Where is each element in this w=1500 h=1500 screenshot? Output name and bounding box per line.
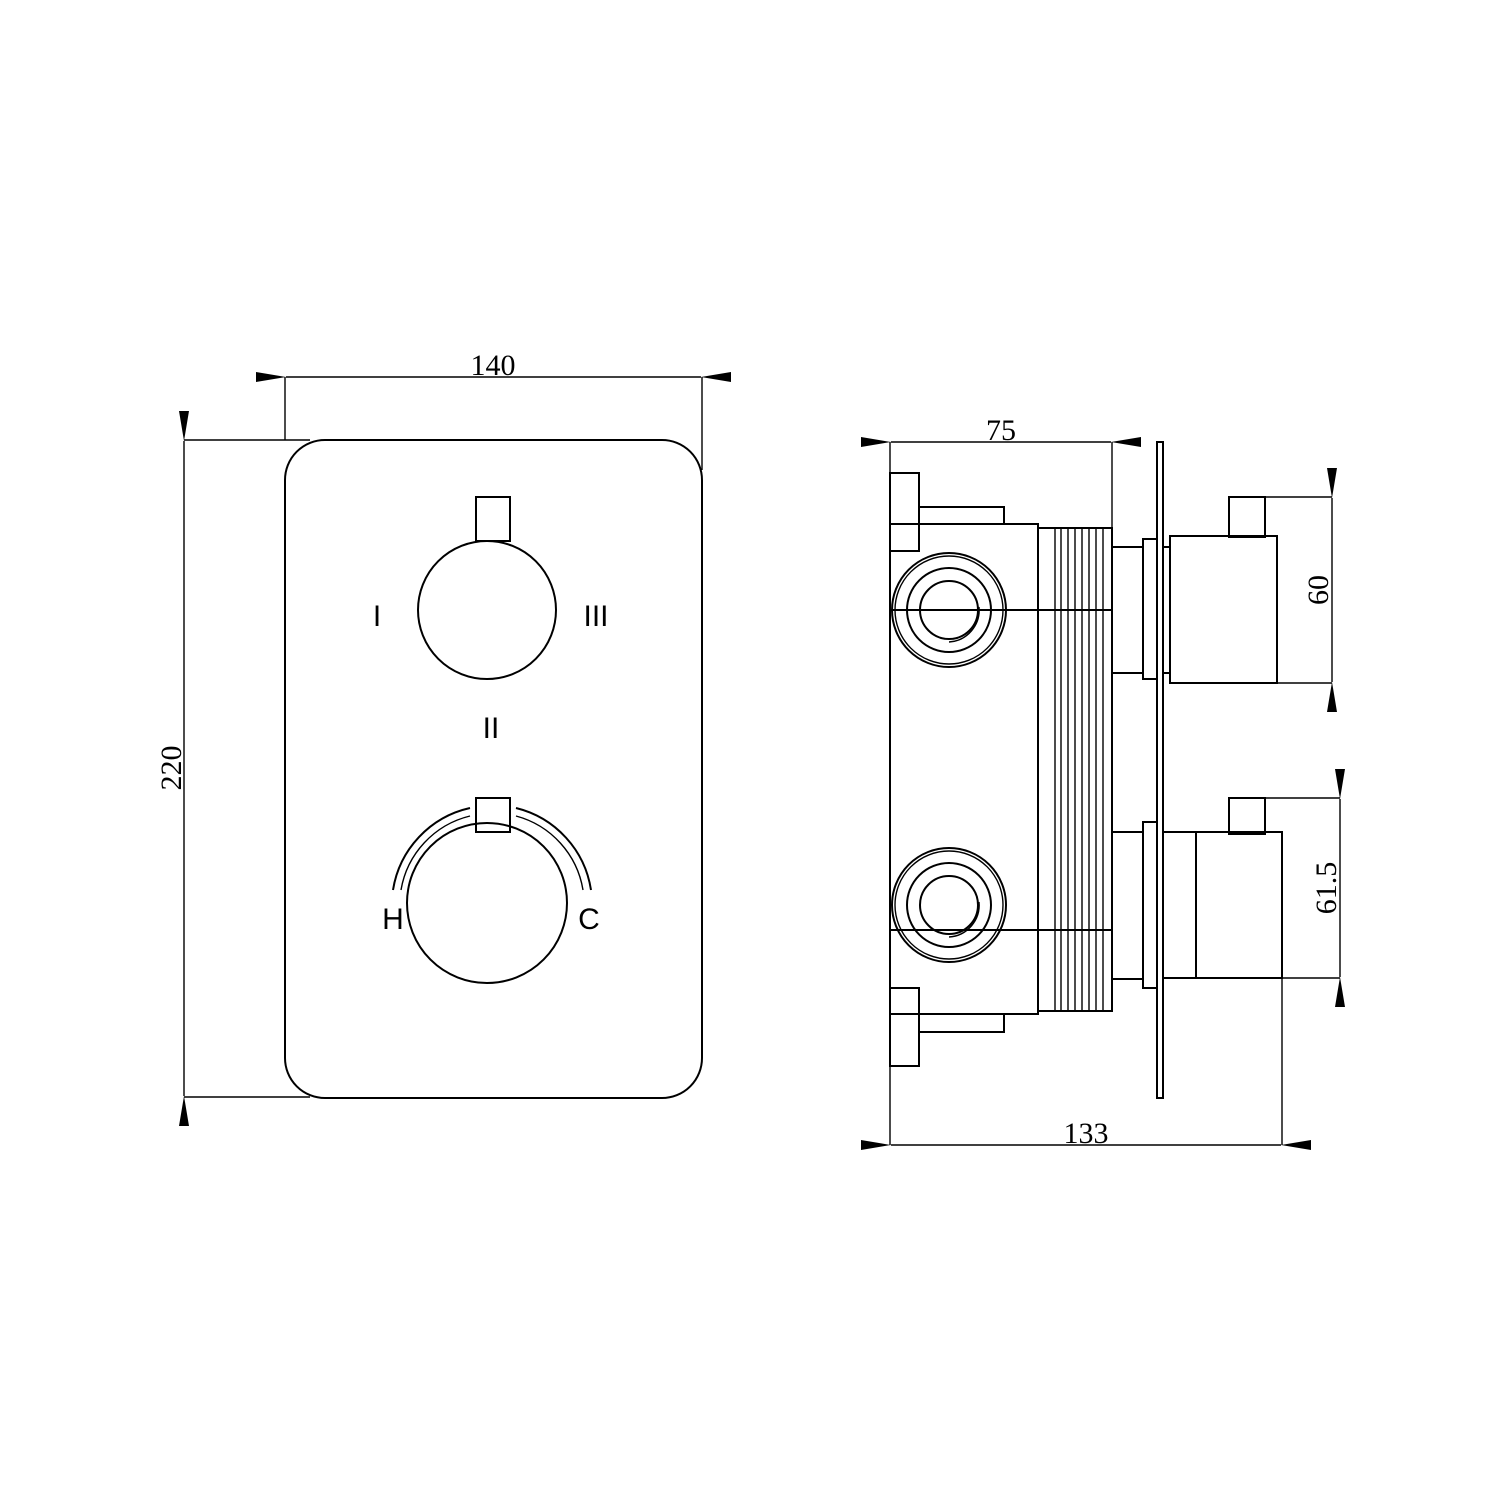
cold-label: C <box>578 903 600 936</box>
thermostat-knob[interactable] <box>392 797 592 984</box>
cover-plate-edge <box>1156 441 1164 1099</box>
diverter-label-2: II <box>483 712 500 745</box>
upper-handle-side <box>1111 496 1278 684</box>
lower-inlet-port <box>891 847 1007 963</box>
diverter-label-3: III <box>583 600 608 633</box>
total-depth-dimension: 133 <box>1064 1117 1109 1150</box>
front-view: 140 220 I III II H C <box>155 349 731 1126</box>
body-depth-dimension: 75 <box>986 414 1016 447</box>
cover-plate <box>284 439 703 1099</box>
diverter-knob[interactable] <box>417 496 557 680</box>
diverter-label-1: I <box>373 600 381 633</box>
width-dimension: 140 <box>471 349 516 382</box>
upper-handle-dimension: 60 <box>1302 575 1335 605</box>
upper-inlet-port <box>891 552 1007 668</box>
side-view: 75 <box>861 414 1345 1150</box>
lower-handle-dimension: 61.5 <box>1310 862 1343 915</box>
valve-body <box>889 472 1113 1067</box>
lower-handle-side <box>1111 797 1283 989</box>
height-dimension: 220 <box>155 746 188 791</box>
hot-label: H <box>382 903 404 936</box>
